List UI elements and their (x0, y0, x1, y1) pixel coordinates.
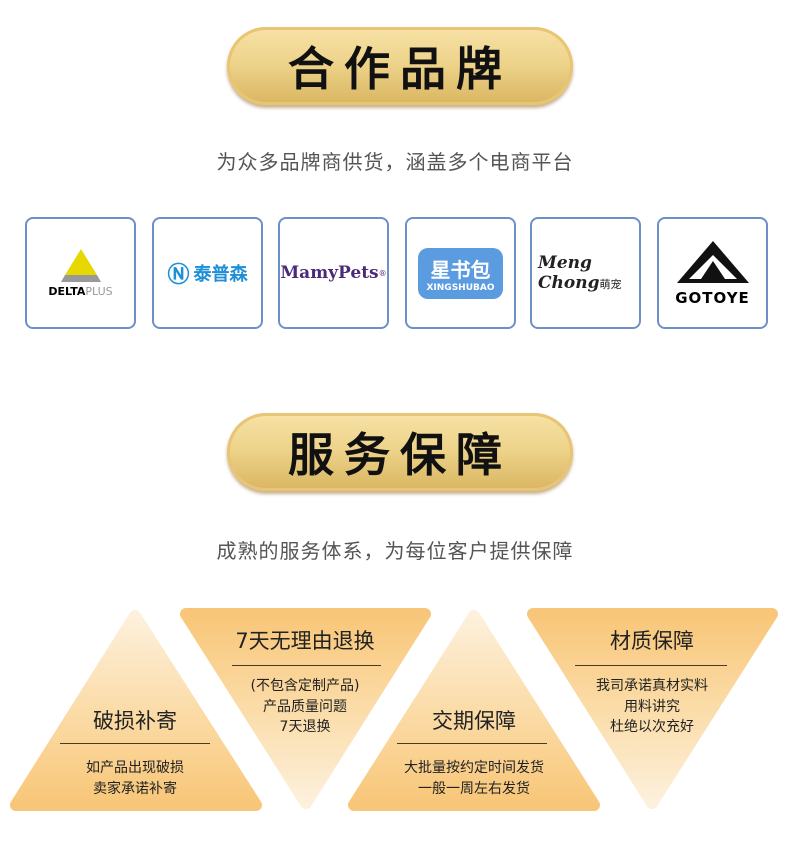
brand-name: DELTA (48, 284, 86, 298)
service-guarantee-banner: 服务保障 (227, 413, 573, 491)
divider (575, 665, 727, 666)
service-title: 破损补寄 (93, 709, 177, 733)
brand-name-pinyin: XINGSHUBAO (426, 282, 495, 293)
triangle-material (527, 608, 778, 809)
triangle-delivery (348, 610, 600, 811)
brand-name: GOTOYE (675, 289, 750, 307)
section-subtitle: 成熟的服务体系，为每位客户提供保障 (216, 539, 574, 563)
service-desc: 我司承诺真材实料用料讲究杜绝以次充好 (596, 678, 708, 735)
brand-name: MamyPets (280, 263, 379, 283)
section-subtitle: 为众多品牌商供货，涵盖多个电商平台 (216, 150, 574, 174)
brand-name: 泰普森 (193, 264, 248, 285)
divider (60, 743, 210, 744)
delta-triangle-icon (60, 248, 101, 282)
registered-mark: ® (378, 268, 387, 278)
triangle-damage (10, 610, 262, 811)
service-desc: 大批量按约定时间发货一般一周左右发货 (404, 760, 544, 797)
brand-name-suffix: PLUS (85, 284, 113, 298)
brand-name-2: Chong (538, 273, 600, 293)
divider (232, 665, 381, 666)
brand-name-cn: 萌宠 (599, 278, 622, 291)
mountain-icon (676, 241, 749, 283)
triangle-return (180, 608, 431, 809)
brand-logo-mamypets: MamyPets® (278, 217, 389, 329)
brand-name: 星书包 (430, 257, 491, 282)
service-desc: 如产品出现破损卖家承诺补寄 (86, 760, 184, 797)
divider (397, 743, 547, 744)
brand-logo-taipusen: Ⓝ 泰普森 (152, 217, 263, 329)
service-title: 7天无理由退换 (235, 629, 375, 653)
taipusen-mark-icon: Ⓝ (167, 263, 190, 288)
brand-logo-gotoye: GOTOYE (657, 217, 768, 329)
brand-name: Meng (538, 253, 592, 273)
brand-logo-mengchong: Meng Chong萌宠 (530, 217, 641, 329)
service-title: 交期保障 (432, 709, 516, 733)
service-title: 材质保障 (610, 629, 694, 653)
section-title: 服务保障 (288, 428, 512, 482)
partner-brands-banner: 合作品牌 (227, 27, 573, 105)
brand-logo-xingshubao: 星书包 XINGSHUBAO (405, 217, 516, 329)
section-title: 合作品牌 (288, 42, 512, 96)
brand-logo-deltaplus: DELTAPLUS (25, 217, 136, 329)
